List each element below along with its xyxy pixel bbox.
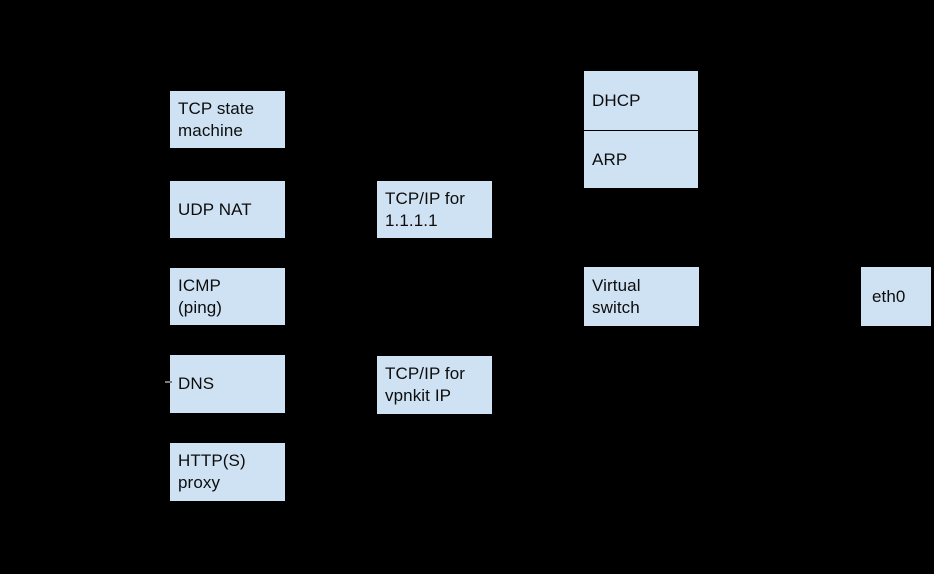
node-tcp-state-machine: TCP state machine <box>170 91 285 148</box>
node-icmp-ping: ICMP (ping) <box>170 268 285 325</box>
node-dns: DNS <box>170 355 285 413</box>
node-https-proxy: HTTP(S) proxy <box>170 443 285 501</box>
node-arp: ARP <box>584 130 698 188</box>
node-udp-nat: UDP NAT <box>170 181 285 238</box>
node-virtual-switch: Virtual switch <box>584 267 699 326</box>
node-tcpip-for-1111: TCP/IP for 1.1.1.1 <box>377 181 492 238</box>
arrowhead-fragment-icon <box>165 381 172 383</box>
node-tcpip-for-vpnkit: TCP/IP for vpnkit IP <box>377 356 492 414</box>
node-dhcp: DHCP <box>584 71 698 130</box>
node-eth0: eth0 <box>861 267 931 326</box>
